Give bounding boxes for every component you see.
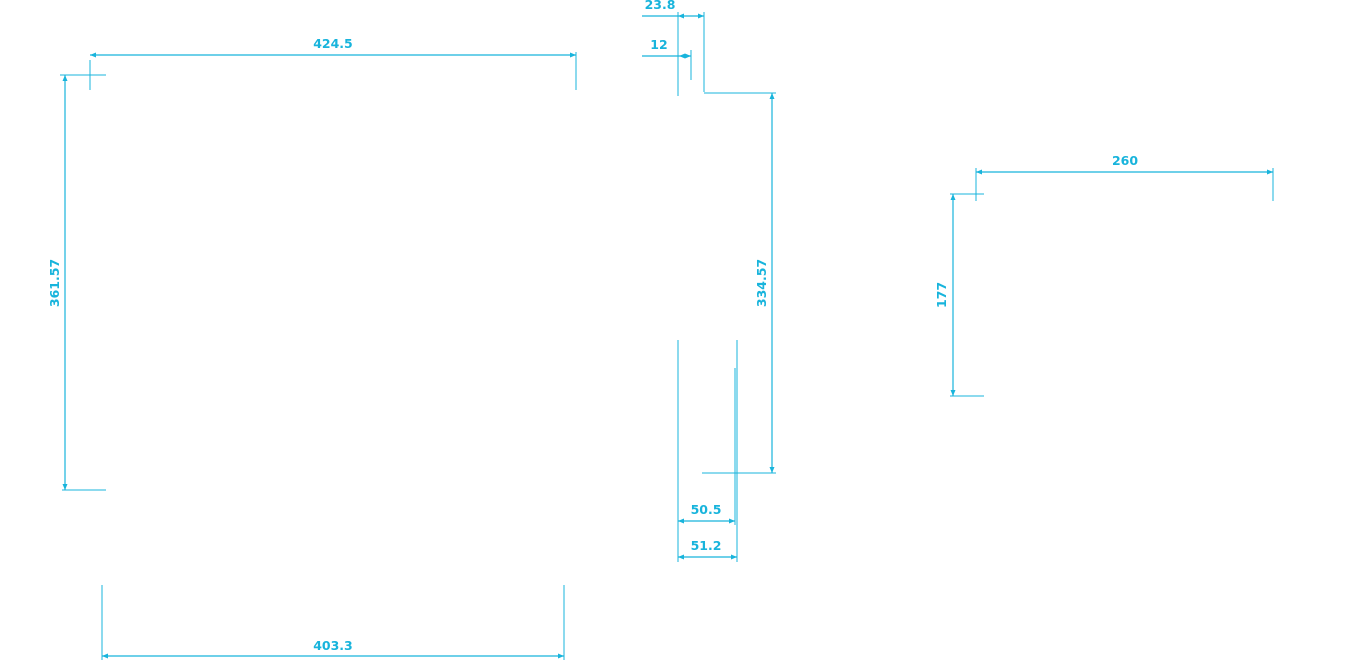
arrowhead — [976, 169, 982, 175]
arrowhead — [62, 75, 68, 81]
arrowhead — [950, 390, 956, 396]
arrowhead — [90, 52, 96, 58]
dimension-label-50-5: 50.5 — [691, 502, 722, 517]
arrowhead — [678, 13, 684, 19]
arrowhead — [729, 518, 735, 524]
arrowhead — [62, 484, 68, 490]
arrowhead — [698, 13, 704, 19]
dimension-label-width: 260 — [1112, 153, 1138, 168]
dimension-label-51-2: 51.2 — [691, 538, 722, 553]
arrowhead — [1267, 169, 1273, 175]
dimension-label-height: 177 — [934, 282, 949, 308]
arrowhead — [570, 52, 576, 58]
middle-object-dimensions: 23.8 12 334.57 50.5 51.2 — [642, 0, 776, 562]
dimension-label-bottom-width: 403.3 — [313, 638, 353, 653]
arrowhead — [731, 554, 737, 560]
dimension-label-top-width: 424.5 — [313, 36, 353, 51]
dimension-label-12: 12 — [650, 37, 667, 52]
dimension-label-23-8: 23.8 — [645, 0, 676, 12]
dimension-label-right-height: 334.57 — [754, 259, 769, 307]
arrowhead — [102, 653, 108, 659]
arrowhead — [679, 53, 685, 59]
dimension-label-left-height: 361.57 — [47, 259, 62, 307]
right-object-dimensions: 260 177 — [934, 153, 1274, 397]
arrowhead — [678, 554, 684, 560]
arrowhead — [678, 518, 684, 524]
arrowhead — [558, 653, 564, 659]
arrowhead — [950, 194, 956, 200]
arrowhead — [769, 467, 775, 473]
arrowhead — [685, 53, 691, 59]
left-object-dimensions: 424.5 361.57 403.3 — [47, 36, 577, 660]
arrowhead — [769, 93, 775, 99]
